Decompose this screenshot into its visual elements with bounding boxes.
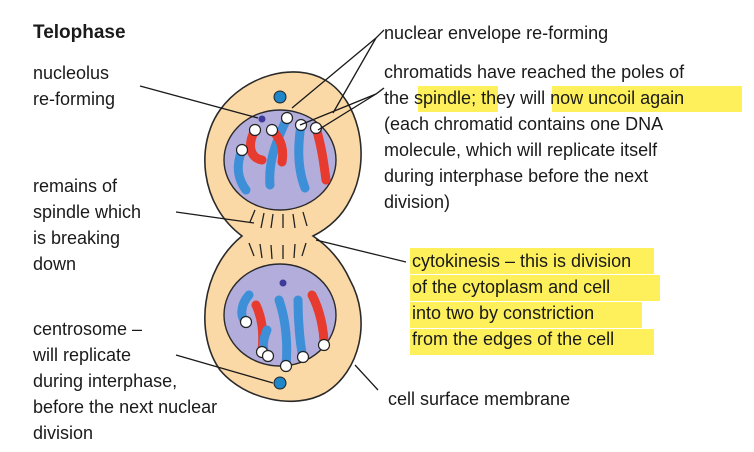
label-nucleolus: nucleolus re-forming [33, 63, 116, 109]
top-centromeres [235, 111, 323, 157]
bottom-centromeres [239, 315, 331, 373]
spindle-remnants [248, 209, 308, 260]
centrosome-top [273, 90, 287, 104]
leader-centrosome [175, 354, 274, 384]
leader-cytokinesis [315, 239, 407, 263]
nucleolus-top [258, 115, 266, 123]
label-cytokinesis: cytokinesis – this is division of the cy… [412, 251, 632, 349]
leader-spindle [175, 211, 255, 224]
label-spindle-remains: remains of spindle which is breaking dow… [33, 176, 142, 274]
highlight-uncoil [552, 86, 742, 112]
diagram-title: Telophase [33, 22, 126, 43]
leader-chromatids-2 [317, 93, 377, 131]
highlight-cytokinesis-4 [410, 329, 654, 355]
label-cell-surface-membrane: cell surface membrane [388, 389, 571, 409]
label-chromatids: chromatids have reached the poles of the… [384, 62, 685, 212]
highlight-spindle [418, 86, 498, 112]
highlight-cytokinesis-2 [410, 275, 660, 301]
leader-envelope-2 [332, 37, 377, 114]
nucleolus-bottom [279, 279, 287, 287]
leader-membrane [354, 364, 379, 391]
leader-nucleolus [139, 85, 259, 119]
centrosome-bottom [273, 376, 287, 390]
leader-lines [139, 29, 407, 391]
label-nuclear-envelope: nuclear envelope re-forming [384, 23, 609, 43]
highlight-cytokinesis-3 [410, 302, 642, 328]
label-centrosome: centrosome – will replicate during inter… [33, 319, 218, 443]
highlight-cytokinesis-1 [410, 248, 654, 274]
